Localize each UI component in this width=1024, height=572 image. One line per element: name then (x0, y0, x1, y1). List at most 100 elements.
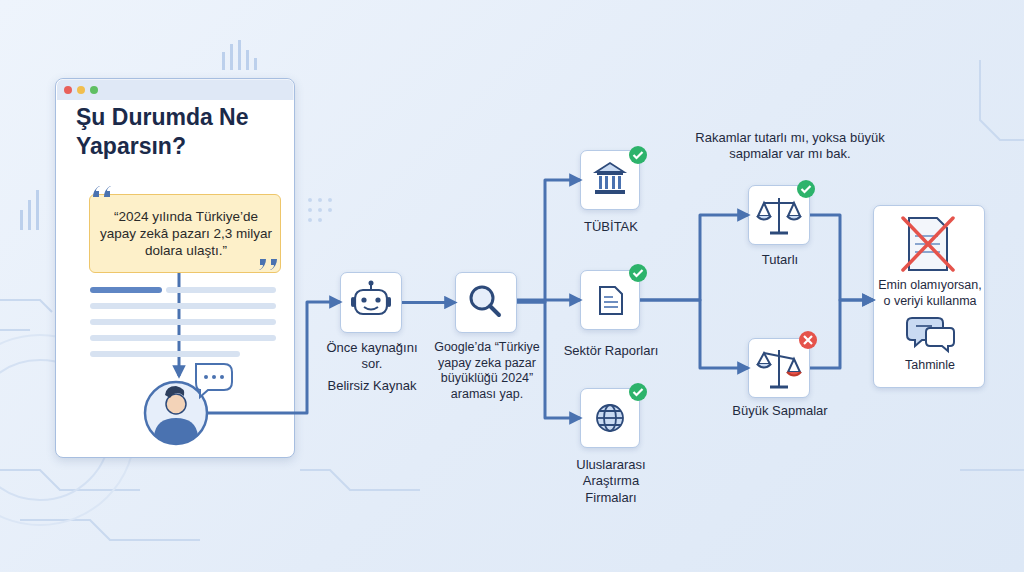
avatar-head (166, 394, 186, 414)
meridian (604, 405, 616, 431)
scale-pan (787, 372, 801, 376)
note-text: Rakamlar tutarlı mı, yoksa büyük sapmala… (695, 130, 885, 163)
text-line (915, 243, 940, 245)
robot-head (355, 290, 387, 314)
building-icon (595, 163, 625, 194)
text-line (604, 296, 613, 298)
decor-bar (20, 210, 23, 230)
circuit-line (300, 470, 420, 490)
check-mark (634, 152, 643, 158)
leader-arrow (178, 273, 181, 376)
speech-bubble (196, 364, 232, 397)
scale-beam (764, 353, 794, 359)
node-text: Şu Durumda Ne Yaparsın? (76, 103, 276, 161)
scale-string (788, 203, 800, 216)
placeholder-line (90, 351, 240, 357)
decor-dot (318, 208, 322, 212)
robot-ear (387, 297, 391, 307)
chat-icon (907, 318, 954, 351)
globe-icon (597, 405, 623, 431)
robot-eye (361, 297, 366, 302)
globe (597, 405, 623, 431)
check-badge (797, 180, 815, 198)
text-line (915, 251, 940, 253)
node-text: Sektör Raporları (561, 343, 661, 359)
decor-dot (318, 198, 322, 202)
page (600, 287, 622, 314)
handle (490, 306, 499, 315)
connector-arrow (640, 215, 748, 300)
connector-arrow (640, 300, 748, 368)
column (612, 176, 615, 189)
connector-arrow (295, 302, 340, 413)
avatar-ring (145, 382, 207, 444)
dot-grid (308, 198, 332, 222)
node-text: Tahminle (878, 358, 982, 374)
bubble-dot (212, 375, 216, 379)
leader-line (207, 412, 295, 415)
circuit-lines (0, 60, 1024, 540)
circuit-line (980, 60, 1024, 140)
connector-arrow (517, 180, 580, 302)
circuit-line (20, 520, 200, 540)
scale-pan (757, 364, 771, 368)
badge-circle (629, 146, 647, 164)
decor-bar (238, 40, 241, 70)
avatar-hair (165, 386, 184, 398)
browser-window-panel: Şu Durumda Ne Yaparsın? “2024 yılında Tür… (55, 78, 295, 458)
decor-bar (230, 44, 233, 70)
result-box: Tutarlı (748, 185, 810, 245)
badge-circle (797, 180, 815, 198)
advice-panel: Emin olamıyorsan, o veriyi kullanmaTahmi… (873, 205, 985, 388)
scale-base (770, 386, 788, 389)
placeholder-line (166, 287, 276, 293)
parallel (599, 411, 621, 425)
lens (471, 287, 493, 309)
scale-beam (764, 202, 794, 204)
text-line (604, 301, 618, 303)
node-text: Belirsiz Kaynak (322, 378, 422, 394)
quote-mark (259, 259, 277, 270)
node-text: Emin olamıyorsan, o veriyi kullanma (878, 278, 982, 309)
placeholder-line (90, 303, 276, 309)
decor-bar (246, 50, 249, 70)
source-box: TÜBİTAK (580, 150, 640, 210)
robot-antenna (370, 284, 372, 290)
beam (597, 172, 623, 175)
scale-post (778, 350, 780, 386)
crossed-document-icon (903, 218, 953, 270)
node-text: Tutarlı (730, 252, 830, 268)
circuit-line (960, 469, 1024, 471)
red-cross (903, 218, 953, 270)
decor-bar (222, 52, 225, 70)
column (618, 176, 621, 189)
bubble-dot (204, 375, 208, 379)
circuit-line (0, 470, 140, 490)
check-mark (802, 186, 811, 192)
person-avatar (145, 364, 232, 444)
decor-dot (328, 198, 332, 202)
scale-string (758, 353, 770, 364)
robot-antenna-tip (369, 281, 374, 286)
chat-bubble (926, 328, 954, 351)
source-box: Sektör Raporları (580, 270, 640, 330)
text-line (604, 306, 618, 308)
circuit-line (0, 329, 30, 331)
node-text: Google’da “Türkiye yapay zeka pazar büyü… (430, 340, 544, 403)
equator (597, 417, 623, 419)
badge-circle (629, 383, 647, 401)
decor-dot (328, 208, 332, 212)
chat-line (916, 325, 932, 327)
scale-post (778, 198, 780, 232)
check-badge (629, 264, 647, 282)
robot-ear (351, 297, 355, 307)
decor-bar (28, 200, 31, 230)
window-dot (90, 86, 98, 94)
step-box: Önce kaynağını sor.Belirsiz Kaynak (340, 272, 402, 333)
quote-box: “2024 yılında Türkiye’de yapay zekâ paza… (89, 194, 281, 273)
robot-mouth (364, 307, 378, 310)
node-text: Büyük Sapmalar (730, 403, 830, 419)
document-icon (600, 287, 622, 314)
node-text: “2024 yılında Türkiye’de yapay zekâ paza… (100, 209, 272, 260)
